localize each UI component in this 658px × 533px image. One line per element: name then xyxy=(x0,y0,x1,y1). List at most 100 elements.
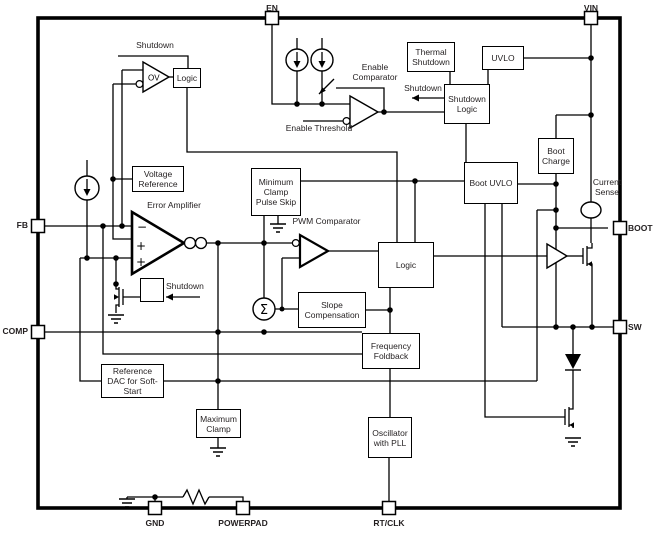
pin-fb-terminal xyxy=(30,218,46,234)
switch-arrow-icon xyxy=(319,87,326,94)
enable-comparator-label: Enable Comparator xyxy=(352,62,398,82)
pin-boot-terminal xyxy=(612,220,628,236)
arrow-down-icon xyxy=(318,61,326,68)
pin-label-vin: VIN xyxy=(583,3,599,13)
ground-icon xyxy=(210,447,226,457)
block-logic-main: Logic xyxy=(378,242,434,288)
block-ss-shutdown-switch xyxy=(140,278,164,302)
pin-powerpad-terminal xyxy=(235,500,251,516)
gm-output-circle xyxy=(183,236,197,250)
block-oscillator: Oscillator with PLL xyxy=(368,417,412,458)
junction-dots xyxy=(84,55,595,500)
pin-label-sw: SW xyxy=(628,322,642,332)
osc-column-wire xyxy=(388,369,391,502)
pin-terminals xyxy=(30,10,628,516)
wires xyxy=(44,24,613,506)
ls-column-wire xyxy=(569,327,574,428)
boot-branch-wire xyxy=(536,209,556,381)
arrow-left-icon xyxy=(412,94,419,102)
current-sense-icon xyxy=(580,201,602,219)
ground-icon xyxy=(565,437,581,447)
ov-input2-vref-wire xyxy=(112,83,136,240)
block-thermal-shutdown: Thermal Shutdown xyxy=(407,42,455,72)
ov-comparator xyxy=(142,60,171,94)
ea-minus-input: − xyxy=(137,220,147,234)
slope-logic-wire xyxy=(366,288,391,333)
pin-sw-terminal xyxy=(612,319,628,335)
pin-label-en: EN xyxy=(266,3,278,13)
en-wire xyxy=(271,24,350,105)
hs-fet-arrow xyxy=(587,261,592,267)
enable-comparator xyxy=(349,94,380,130)
hs-fet-bars xyxy=(582,246,588,266)
ov-input1-wire xyxy=(121,69,143,226)
block-shutdown-logic: Shutdown Logic xyxy=(444,84,490,124)
current-source-arrows xyxy=(86,52,323,190)
ground-icons xyxy=(108,223,581,508)
arrowheads xyxy=(83,61,592,428)
shutdown-top-wire xyxy=(118,55,189,68)
ss-fet-arrow xyxy=(114,294,119,300)
ea-plus-input: + xyxy=(136,255,146,269)
shutdown-ea-label: Shutdown xyxy=(166,281,204,291)
block-minimum-clamp: Minimum Clamp Pulse Skip xyxy=(251,168,301,216)
inverting-bubble xyxy=(135,79,144,88)
ls-fet-bars xyxy=(564,407,570,427)
diode-icon xyxy=(565,354,581,371)
arrow-down-icon xyxy=(293,61,301,68)
pin-label-boot: BOOT xyxy=(628,223,653,233)
ground-icon xyxy=(108,314,124,324)
pin-en-terminal xyxy=(264,10,280,26)
bootcharge-feed-wire xyxy=(555,114,591,138)
amplifier-symbols xyxy=(74,48,602,321)
pin-comp-terminal xyxy=(30,324,46,340)
chip-outline xyxy=(36,16,622,510)
pwm-comparator-label: PWM Comparator xyxy=(292,216,361,226)
ls-gate-wire xyxy=(484,204,565,418)
error-amplifier-symbol xyxy=(130,209,187,277)
shutdown-signal-label: Shutdown xyxy=(404,83,442,93)
block-boot-uvlo: Boot UVLO xyxy=(464,162,518,204)
pin-vin-terminal xyxy=(583,10,599,26)
minclamp-bottom-wire xyxy=(263,216,279,298)
block-maximum-clamp: Maximum Clamp xyxy=(196,409,241,438)
ov-logic-to-main-logic-wire xyxy=(186,88,398,242)
ground-icon xyxy=(119,498,135,508)
pin-gnd-terminal xyxy=(147,500,163,516)
gnd-rail-wire xyxy=(126,496,244,501)
ss-fet-bars xyxy=(118,287,124,307)
block-logic-top: Logic xyxy=(173,68,201,88)
dac-input-wire xyxy=(79,258,101,382)
ground-icon xyxy=(270,223,286,233)
fb-foldback-wire xyxy=(102,226,362,355)
pin-label-fb: FB xyxy=(16,220,28,230)
hs-fet-leads xyxy=(587,243,593,327)
inverting-bubble xyxy=(342,116,351,125)
pwm-comparator-symbol xyxy=(298,233,331,269)
shutdown-top-label: Shutdown xyxy=(136,40,174,50)
ea-plus-input: + xyxy=(136,239,146,253)
gm-output-circle xyxy=(194,236,208,250)
block-voltage-reference: Voltage Reference xyxy=(132,166,184,192)
ov-label: OV xyxy=(148,74,160,83)
arrow-down-icon xyxy=(83,189,91,196)
block-reference-dac: Reference DAC for Soft-Start xyxy=(101,364,164,398)
pin-label-powerpad: POWERPAD xyxy=(218,518,268,528)
pulseskip-bootuvlo-wire xyxy=(301,180,464,242)
ss-fet-leads xyxy=(115,258,119,313)
arrow-left-icon xyxy=(166,293,173,301)
resistor-icon xyxy=(182,488,210,506)
block-frequency-foldback: Frequency Foldback xyxy=(362,333,420,369)
ls-fet-arrow xyxy=(569,422,574,428)
sigma-wires xyxy=(275,257,300,310)
enable-threshold-label: Enable Threshold xyxy=(285,123,353,133)
block-slope-compensation: Slope Compensation xyxy=(298,292,366,328)
gate-driver xyxy=(546,242,569,270)
pin-rtclk-terminal xyxy=(381,500,397,516)
inverting-bubble xyxy=(291,239,300,248)
pin-label-rtclk: RT/CLK xyxy=(373,518,405,528)
block-uvlo: UVLO xyxy=(482,46,524,70)
error-amplifier-label: Error Amplifier xyxy=(147,200,201,210)
